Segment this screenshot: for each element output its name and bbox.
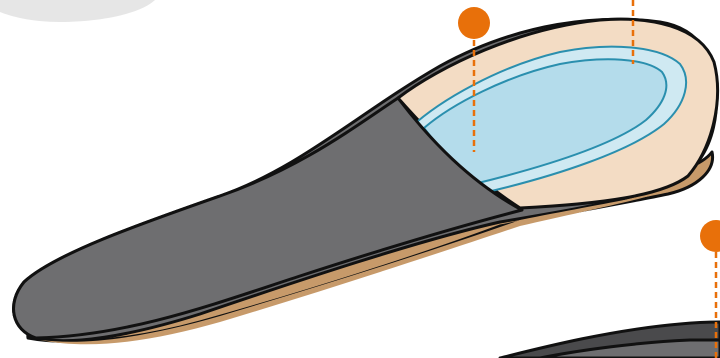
background-shadow — [0, 0, 155, 22]
callout-dot — [700, 220, 720, 252]
callout-dot — [458, 7, 490, 39]
